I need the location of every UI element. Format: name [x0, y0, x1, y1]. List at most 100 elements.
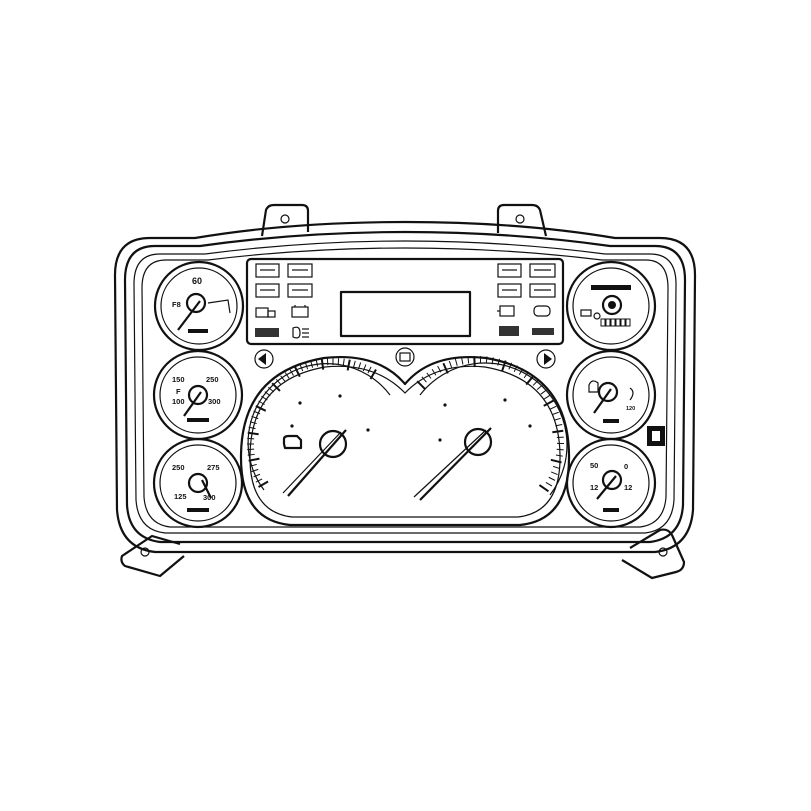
gauge-mid-left: 150 250 100 300 F [152, 349, 244, 441]
dial-tick [249, 421, 257, 425]
dial-tick [448, 360, 453, 368]
gauge-mark: 60 [192, 276, 202, 286]
tell-tale-7 [497, 283, 522, 298]
segment-cell [605, 318, 611, 327]
tach-dot [366, 428, 370, 432]
tachometer-hub [318, 429, 348, 459]
battery-icon [291, 305, 309, 318]
gauge-mark: 12 [624, 483, 632, 492]
status-dot [593, 312, 601, 320]
dial-tick [421, 376, 427, 383]
left-arrow-icon [258, 353, 266, 365]
left-turn-signal-icon [254, 349, 274, 369]
gauge-bottom-right: 50 0 12 12 [565, 437, 657, 529]
speedo-dot [443, 403, 447, 407]
dial-tick [426, 372, 432, 379]
speedometer-hub [463, 427, 493, 457]
dial-tick [367, 366, 372, 374]
cluster-housing [113, 220, 697, 554]
dial-tick [491, 357, 494, 365]
dial-tick [518, 368, 524, 375]
dial-tick [550, 458, 562, 464]
dial-tick [315, 359, 319, 367]
bolt-hole-top-right [515, 214, 525, 224]
dial-tick [501, 360, 507, 372]
speedo-dot [528, 424, 532, 428]
tach-dot [298, 401, 302, 405]
speedometer [413, 356, 568, 501]
dial-tick [416, 380, 426, 390]
gauge-mark: F8 [172, 300, 181, 309]
dial-tick [551, 411, 559, 416]
dial-tick [431, 369, 437, 376]
indicator-block-right-1 [499, 326, 519, 336]
dial-tick [538, 484, 550, 493]
center-indicator-mark [399, 352, 411, 362]
dial-tick [268, 386, 274, 393]
dial-tick [280, 375, 286, 382]
dial-tick [467, 356, 470, 364]
gauge-mark: 250 [206, 375, 219, 384]
tell-tale-6 [529, 263, 556, 278]
gauge-mark: 150 [172, 375, 185, 384]
gauge-needle [201, 479, 212, 499]
segment-cell [610, 318, 616, 327]
gauge-top-right-display [565, 260, 657, 352]
dial-tick [442, 362, 449, 374]
main-gauge-pod [239, 356, 571, 527]
gauge-hub [601, 469, 623, 491]
segment-cell [620, 318, 626, 327]
tell-tale-4 [287, 283, 313, 298]
housing-face [141, 247, 669, 528]
dial-tick [485, 356, 488, 364]
dial-tick [555, 454, 563, 457]
dial-tick [275, 379, 282, 385]
dial-tick [352, 360, 356, 368]
dial-tick [550, 471, 558, 476]
center-lcd-display [339, 290, 472, 338]
dial-tick [357, 362, 362, 370]
turn-signal-indicators [254, 347, 556, 369]
dial-tick [310, 360, 314, 368]
gauge-mark: 12 [590, 483, 598, 492]
tell-tale-marks [260, 269, 551, 291]
dial-tick [271, 382, 281, 392]
dial-tick [261, 395, 268, 401]
dial-tick [304, 362, 309, 370]
dial-tick [437, 365, 442, 373]
gauge-caption [187, 508, 209, 512]
speedometer-needle [419, 427, 492, 501]
oil-drop-icon [629, 387, 634, 401]
tachometer-needle-edge [282, 431, 342, 494]
coolant-icon [588, 380, 599, 393]
gauge-hub [601, 294, 623, 316]
dial-tick [369, 369, 377, 380]
gauge-bottom-left: 250 275 125 300 [152, 437, 244, 529]
dial-tick [255, 405, 267, 412]
segment-cell [600, 318, 606, 327]
dial-tick [320, 358, 325, 370]
indicator-block-left [255, 328, 279, 337]
bolt-hole-top-left [280, 214, 290, 224]
gauge-caption [187, 418, 209, 422]
headlight-icon [292, 326, 309, 339]
gauge-caption [591, 285, 631, 290]
oil-pressure-icon [533, 305, 551, 317]
gauge-mark: 125 [174, 492, 187, 501]
tell-tale-2 [287, 263, 313, 278]
gauge-hub-center [608, 301, 616, 309]
warning-light-panel [245, 257, 565, 346]
dial-tick [552, 429, 564, 434]
housing-bezel [123, 230, 687, 544]
dial-tick [497, 358, 501, 366]
dial-tick [251, 415, 259, 420]
dial-tick [247, 453, 255, 456]
gauge-mark: 300 [208, 397, 221, 406]
dial-tick [513, 365, 518, 372]
reset-switch-face [652, 431, 660, 441]
gauge-needle [596, 475, 617, 500]
housing-inner-bezel [133, 240, 677, 534]
right-arrow-icon [544, 353, 552, 365]
dial-tick [543, 399, 554, 407]
dial-tick [284, 372, 290, 379]
